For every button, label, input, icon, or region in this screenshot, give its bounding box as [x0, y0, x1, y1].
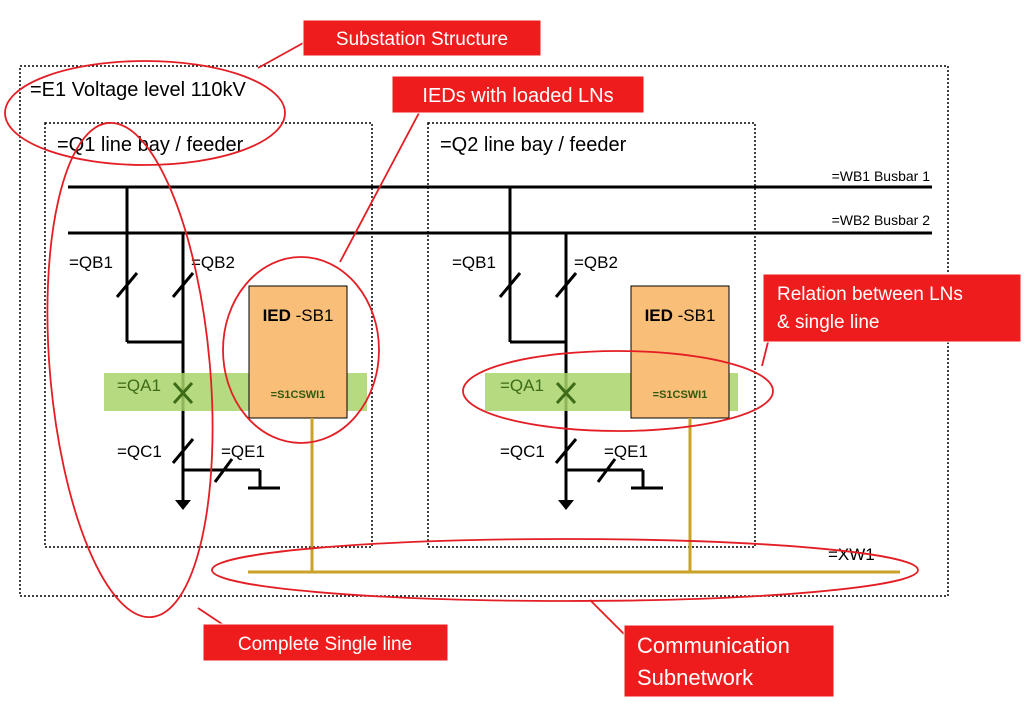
- callout-relation-box: [762, 273, 1022, 343]
- bay1-qc1-switch: [171, 438, 195, 464]
- bay1-title: =Q1 line bay / feeder: [57, 134, 244, 156]
- bay2-qc1-label: =QC1: [500, 442, 545, 461]
- bay1-feeder-arrow: [175, 500, 191, 510]
- bay1-ln-label: =S1CSWI1: [271, 389, 326, 401]
- bay2-breaker-x-2: [555, 381, 577, 405]
- bay1-qc1-label: =QC1: [117, 442, 162, 461]
- bay1-qe1-switch: [213, 458, 234, 483]
- callout-communication: Communication Subnetwork: [623, 624, 835, 698]
- bay1-breaker-x-2: [172, 381, 194, 405]
- ellipse-relation: [462, 350, 774, 432]
- bay1-qb2-label: =QB2: [191, 253, 235, 272]
- busbar-2-label: =WB2 Busbar 2: [832, 212, 931, 228]
- bay1-boundary: [44, 122, 373, 548]
- bay2-ied-name: -SB1: [673, 306, 716, 325]
- bay2-qb1-label: =QB1: [452, 253, 496, 272]
- ellipse-network: [211, 538, 919, 602]
- callout-relation-line2: & single line: [777, 312, 879, 333]
- ellipse-substation-structure: [4, 60, 286, 166]
- bay2-title: =Q2 line bay / feeder: [440, 134, 627, 156]
- callout-communication-box: [623, 624, 835, 698]
- callout-ieds: IEDs with loaded LNs: [391, 75, 645, 114]
- bay2-qc1-switch: [554, 438, 578, 464]
- bay2-single-line: =QB1 =QB2 =QA1 =QC1 =QE1 IED -SB1 =S1CSW…: [452, 187, 738, 510]
- callout-substation-structure-box: [302, 19, 542, 57]
- bay2-ln-label: =S1CSWI1: [653, 389, 708, 401]
- callout-single-line-text: Complete Single line: [238, 634, 412, 655]
- highlight-ellipses: [4, 60, 919, 619]
- bay2-boundary: [427, 122, 756, 548]
- connector-substation-structure: [257, 41, 306, 69]
- callout-substation-structure-text: Substation Structure: [336, 29, 508, 50]
- callout-relation: Relation between LNs & single line: [762, 273, 1022, 343]
- bay2-qe1-switch: [596, 458, 617, 483]
- voltage-level-label: =E1 Voltage level 110kV: [30, 79, 247, 101]
- busbar-1-label: =WB1 Busbar 1: [832, 168, 931, 184]
- callout-single-line: Complete Single line: [202, 623, 449, 662]
- bay1-qa1-label: =QA1: [117, 376, 161, 395]
- bay2-ied-label: IED -SB1: [645, 306, 716, 325]
- callout-communication-line2: Subnetwork: [637, 665, 754, 690]
- callout-relation-line1: Relation between LNs: [777, 284, 963, 305]
- bay1-ied-name: -SB1: [291, 306, 334, 325]
- bay1-ied-box: [248, 285, 348, 419]
- callout-communication-line1: Communication: [637, 633, 790, 658]
- bay2-qe1-label: =QE1: [604, 442, 648, 461]
- bay2-qb2-switch: [554, 272, 578, 298]
- bay2-qb1-switch: [498, 272, 522, 298]
- connector-ied: [339, 110, 421, 263]
- bay1-qe1-label: =QE1: [221, 442, 265, 461]
- bay2-qa1-label: =QA1: [500, 376, 544, 395]
- bay1-qb2-switch: [171, 272, 195, 298]
- bay1-ied-label: IED -SB1: [263, 306, 334, 325]
- bay1-qb1-switch: [115, 272, 139, 298]
- ellipse-single-line: [46, 121, 214, 619]
- ellipse-ied: [222, 256, 380, 444]
- callout-ieds-text: IEDs with loaded LNs: [422, 85, 613, 107]
- bay2-ied-bold: IED: [645, 306, 673, 325]
- bay2-qb2-label: =QB2: [574, 253, 618, 272]
- connector-network: [589, 599, 629, 639]
- bay1-qb1-label: =QB1: [69, 253, 113, 272]
- callout-single-line-box: [202, 623, 449, 662]
- bay1-single-line: =QB1 =QB2 =QA1 =QC1 =QE1 IED -SB1 =S1CSW…: [69, 187, 367, 510]
- bay2-feeder-arrow: [558, 500, 574, 510]
- callout-substation-structure: Substation Structure: [302, 19, 542, 57]
- callout-ieds-box: [391, 75, 645, 114]
- bay1-ied-bold: IED: [263, 306, 291, 325]
